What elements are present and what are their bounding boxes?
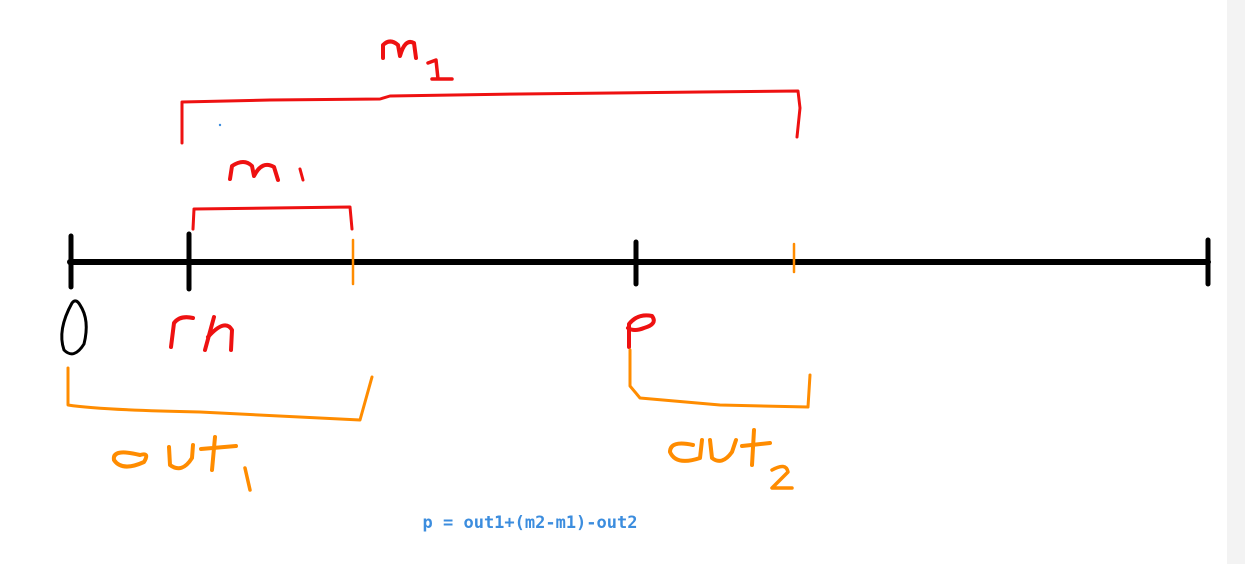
bracket-out2 [628,348,812,409]
label-out1 [111,435,252,492]
formula-text: p = out1+(m2-m1)-out2 [422,513,638,533]
bracket-m2 [180,89,802,145]
bracket-out1 [66,366,374,422]
label-out2 [668,428,794,490]
label-m1 [228,160,305,182]
label-zero [60,299,88,356]
scrollbar-gutter [1227,0,1245,564]
label-rh [169,315,234,352]
bracket-m1 [191,205,354,231]
stray-dot [218,123,222,127]
label-m2 [381,39,454,81]
label-p [626,313,656,349]
